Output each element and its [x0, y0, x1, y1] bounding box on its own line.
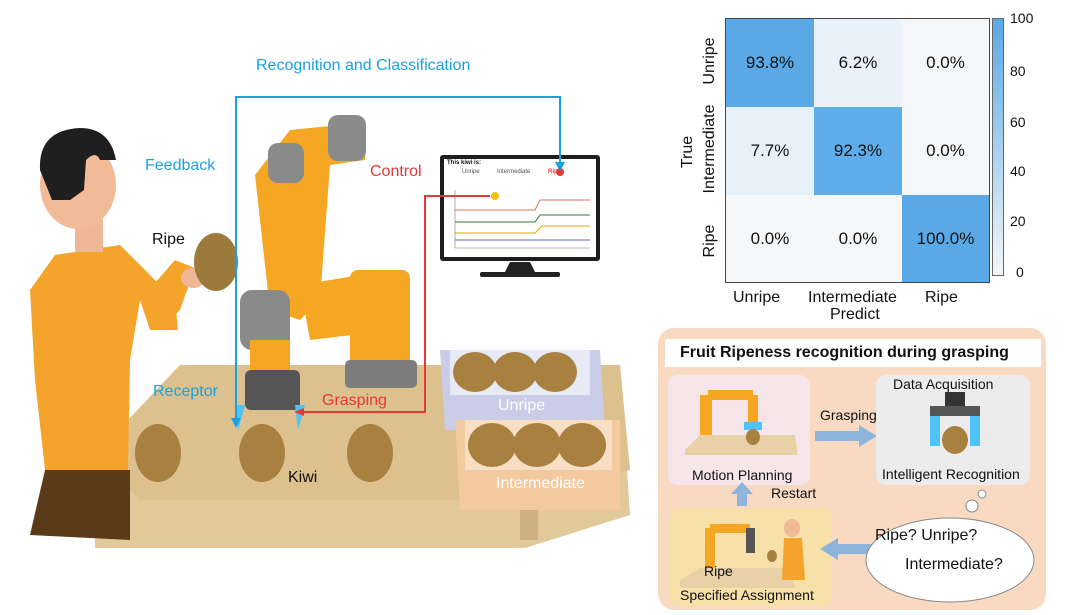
colorbar-tick: 0	[1016, 264, 1024, 280]
monitor-option-intermediate: Intermediate	[497, 169, 531, 175]
assignment-scene	[680, 519, 805, 588]
bubble-line2: Intermediate?	[905, 556, 1003, 573]
restart-label: Restart	[771, 485, 817, 501]
feedback-arrow-icon	[820, 538, 872, 560]
colorbar-tick: 80	[1010, 63, 1026, 79]
cm-row-label-unripe: Unripe	[701, 37, 718, 85]
cm-cell: 92.3%	[814, 107, 902, 195]
colorbar	[992, 18, 1004, 276]
intelligent-recognition-label: Intelligent Recognition	[882, 466, 1020, 482]
thought-bubble	[865, 489, 1035, 603]
cm-cell: 0.0%	[902, 107, 989, 195]
kiwi-label: Kiwi	[288, 469, 318, 486]
grasping-label: Grasping	[322, 392, 387, 409]
cm-cell: 0.0%	[902, 19, 989, 107]
colorbar-tick: 20	[1010, 213, 1026, 229]
cm-cell: 0.0%	[726, 195, 814, 282]
monitor-option-unripe: Unripe	[462, 169, 480, 175]
colorbar-tick: 100	[1010, 10, 1034, 26]
bubble-line1: Ripe? Unripe?	[875, 527, 978, 544]
ripe-label: Ripe	[152, 231, 185, 248]
cm-col-label-intermediate: Intermediate	[808, 289, 897, 306]
kiwi-on-table	[347, 424, 393, 482]
cm-xlabel: Predict	[830, 306, 880, 323]
box-unripe-label: Unripe	[498, 397, 546, 414]
monitor-screen	[444, 159, 596, 257]
robot-scene	[30, 96, 630, 548]
colorbar-tick: 60	[1010, 114, 1026, 130]
monitor-indicator	[491, 192, 499, 200]
monitor-stand	[505, 262, 535, 272]
table-leg	[520, 510, 538, 540]
cm-cell: 7.7%	[726, 107, 814, 195]
colorbar-tick: 40	[1010, 163, 1026, 179]
receptor-label: Receptor	[153, 383, 218, 400]
kiwi-on-table	[135, 424, 181, 482]
monitor-option-ripe: Ripe	[548, 169, 562, 175]
grasping-arrow-icon	[815, 425, 877, 447]
robot-joint	[268, 143, 304, 183]
specified-assignment-box	[670, 508, 832, 606]
specified-assignment-label: Specified Assignment	[680, 587, 814, 603]
control-flow-line	[304, 195, 490, 413]
control-label: Control	[370, 163, 422, 180]
assignment-ripe-label: Ripe	[704, 563, 733, 579]
workflow-title: Fruit Ripeness recognition during graspi…	[680, 344, 1009, 361]
motion-planning-label: Motion Planning	[692, 467, 793, 483]
motion-planning-robot	[685, 390, 798, 455]
cm-col-label-ripe: Ripe	[925, 289, 958, 306]
gripper-icon	[930, 392, 980, 454]
cm-cell: 100.0%	[902, 195, 989, 282]
kiwi-on-table	[239, 424, 285, 482]
cm-col-label-unripe: Unripe	[733, 289, 781, 306]
feedback-label: Feedback	[145, 157, 216, 174]
robot-joint	[240, 290, 290, 350]
cm-ylabel: True	[679, 135, 696, 169]
robot-base	[350, 270, 410, 380]
box-intermediate-label: Intermediate	[496, 475, 585, 492]
restart-arrow-icon	[731, 482, 753, 506]
person-hair	[39, 128, 117, 200]
cm-cell: 0.0%	[814, 195, 902, 282]
recognition-flow-line	[235, 96, 561, 420]
robot-joint	[328, 115, 366, 161]
kiwi-in-hand	[194, 233, 238, 291]
cm-cell: 93.8%	[726, 19, 814, 107]
workflow-title-bar	[665, 339, 1041, 367]
cm-row-label-ripe: Ripe	[701, 224, 718, 258]
cm-cell: 6.2%	[814, 19, 902, 107]
recognition-label: Recognition and Classification	[256, 57, 471, 74]
cm-row-label-intermediate: Intermediate	[701, 104, 718, 194]
confusion-matrix: 93.8% 6.2% 0.0% 7.7% 92.3% 0.0% 0.0% 0.0…	[725, 18, 990, 283]
workflow-grasping-label: Grasping	[820, 407, 877, 423]
robot-gripper	[245, 370, 300, 410]
monitor-title: This kiwi is:	[447, 160, 482, 166]
data-acquisition-label: Data Acquisition	[893, 376, 994, 392]
